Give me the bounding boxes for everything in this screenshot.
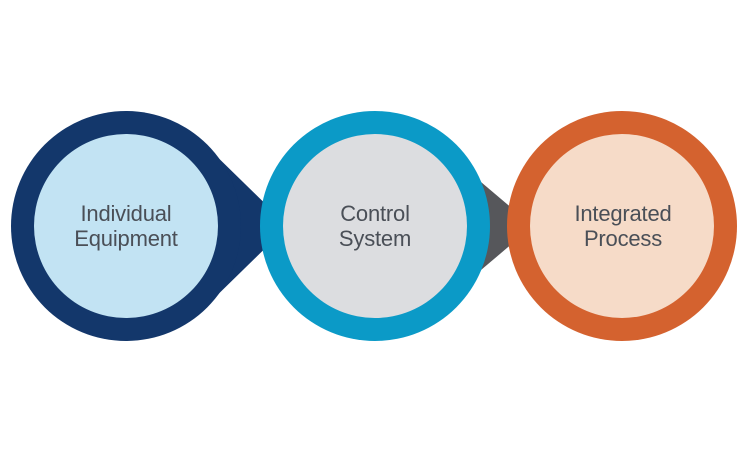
node-3-fill xyxy=(530,134,714,318)
node-2-label-line-2: System xyxy=(338,226,412,251)
node-1-label-line-2: Equipment xyxy=(74,226,178,251)
node-1-label-line-1: Individual xyxy=(80,201,172,226)
node-1-label: Individual Equipment xyxy=(36,201,216,251)
node-control-system xyxy=(260,111,490,341)
node-3-label-line-2: Process xyxy=(583,226,663,251)
node-2-label: Control System xyxy=(285,201,465,251)
node-1-fill xyxy=(34,134,218,318)
node-individual-equipment xyxy=(11,111,288,341)
node-3-label-line-1: Integrated xyxy=(574,201,672,226)
node-integrated-process xyxy=(507,111,737,341)
node-2-fill xyxy=(283,134,467,318)
node-3-label: Integrated Process xyxy=(533,201,713,251)
node-2-label-line-1: Control xyxy=(340,201,410,226)
